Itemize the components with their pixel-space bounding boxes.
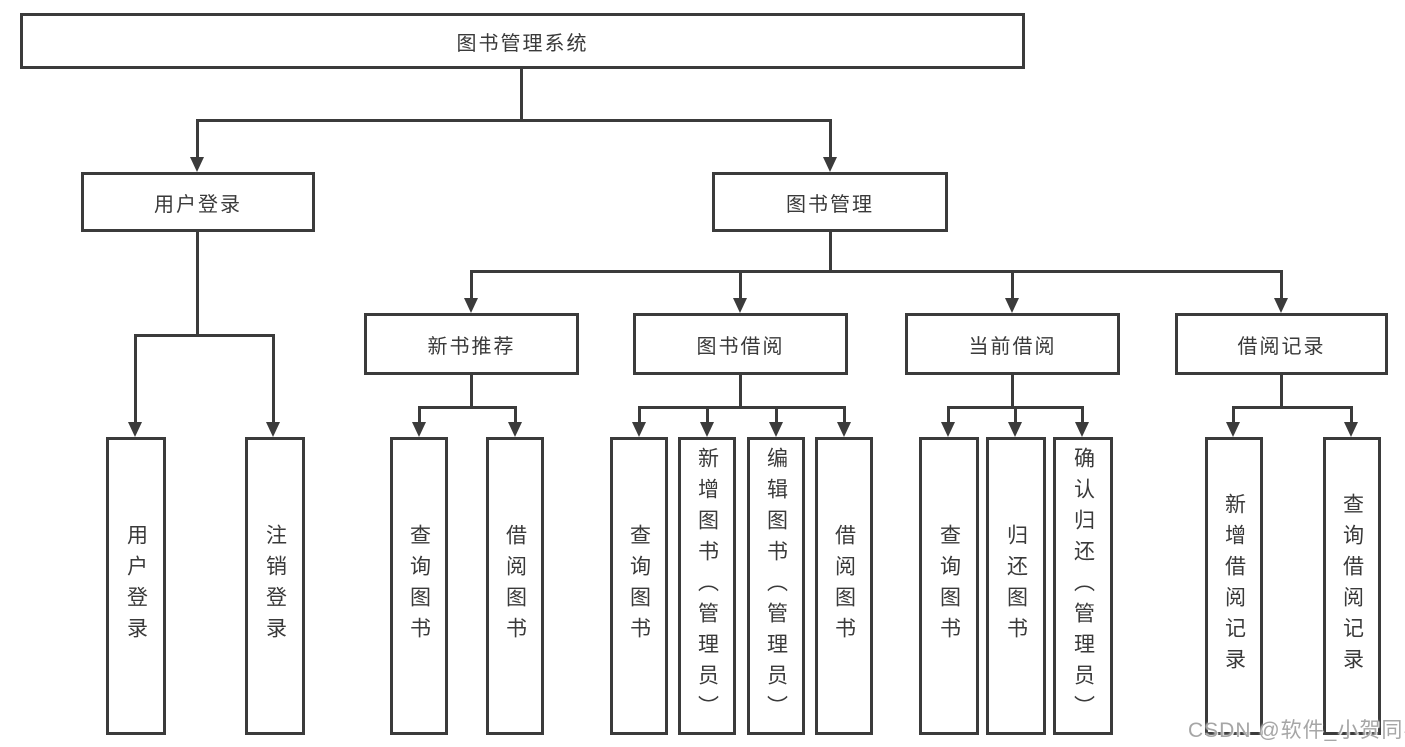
arrowhead-cb-leaf1 [941,422,955,437]
leaf-bb-borrow-books: 借阅图书 [815,437,873,735]
arrowhead-book-borrow [733,298,747,313]
connector-drop-current-borrow [1011,270,1014,298]
leaf-cb-return-books: 归还图书 [986,437,1046,735]
leaf-br-add-record-label: 新增借阅记录 [1222,493,1246,679]
node-new-book-recommend-label: 新书推荐 [427,335,516,358]
connector-cb-drop3 [1081,406,1084,422]
leaf-logout-label: 注销登录 [263,524,287,648]
connector-cb-drop1 [947,406,950,422]
leaf-bb-query-books-label: 查询图书 [627,524,651,648]
connector-br-drop1 [1232,406,1235,422]
connector-drop-new-books [470,270,473,298]
leaf-bb-edit-books-admin-label: 编辑图书（管理员） [764,446,788,726]
arrowhead-br-leaf2 [1344,422,1358,437]
leaf-bb-query-books: 查询图书 [610,437,668,735]
arrowhead-borrow-records [1274,298,1288,313]
node-book-borrow: 图书借阅 [633,313,848,375]
leaf-cb-confirm-return-admin-label: 确认归还（管理员） [1071,446,1095,726]
arrowhead-bb-leaf2 [700,422,714,437]
leaf-cb-query-books: 查询图书 [919,437,979,735]
arrowhead-new-books [464,298,478,313]
connector-nbr-bar [418,406,517,409]
connector-bb-drop4 [843,406,846,422]
connector-nbr-stem [470,375,473,406]
leaf-cb-query-books-label: 查询图书 [937,524,961,648]
node-book-management-label: 图书管理 [786,193,874,216]
arrowhead-nbr-leaf2 [508,422,522,437]
connector-nbr-drop1 [418,406,421,422]
arrowhead-logout-leaf [266,422,280,437]
connector-bb-bar [638,406,845,409]
leaf-bb-add-books-admin-label: 新增图书（管理员） [695,446,719,726]
connector-drop-user-login [196,119,199,158]
connector-br-stem [1280,375,1283,406]
connector-user-login-bar [134,334,275,337]
leaf-user-login-label: 用户登录 [124,524,148,648]
connector-drop-book-borrow [739,270,742,298]
leaf-bb-borrow-books-label: 借阅图书 [832,524,856,648]
connector-book-mgmt-stem [829,232,832,270]
connector-br-drop2 [1350,406,1353,422]
node-current-borrow: 当前借阅 [905,313,1120,375]
csdn-watermark: CSDN @软件_小贺同学 [1188,719,1405,742]
connector-drop-borrow-records [1280,270,1283,298]
connector-bb-stem [739,375,742,406]
connector-cb-drop2 [1014,406,1017,422]
node-user-login: 用户登录 [81,172,315,232]
connector-bb-drop3 [775,406,778,422]
node-book-management: 图书管理 [712,172,948,232]
arrowhead-book-mgmt [823,157,837,172]
node-book-borrow-label: 图书借阅 [696,335,785,358]
arrowhead-cb-leaf3 [1075,422,1089,437]
arrowhead-user-login [190,157,204,172]
connector-drop-book-mgmt [829,119,832,158]
connector-cb-stem [1011,375,1014,406]
arrowhead-bb-leaf3 [769,422,783,437]
arrowhead-cb-leaf2 [1008,422,1022,437]
connector-groups-bar [470,270,1283,273]
node-borrow-records-label: 借阅记录 [1237,335,1326,358]
connector-br-bar [1232,406,1353,409]
leaf-bb-add-books-admin: 新增图书（管理员） [678,437,736,735]
leaf-br-add-record: 新增借阅记录 [1205,437,1263,735]
leaf-cb-confirm-return-admin: 确认归还（管理员） [1053,437,1113,735]
node-current-borrow-label: 当前借阅 [968,335,1057,358]
connector-user-login-stem [196,232,199,334]
arrowhead-bb-leaf1 [632,422,646,437]
arrowhead-bb-leaf4 [837,422,851,437]
leaf-br-query-record: 查询借阅记录 [1323,437,1381,735]
leaf-logout: 注销登录 [245,437,305,735]
leaf-nbr-borrow-books: 借阅图书 [486,437,544,735]
arrowhead-current-borrow [1005,298,1019,313]
node-root-label: 图书管理系统 [456,32,589,55]
connector-drop-logout-leaf [272,334,275,422]
leaf-user-login: 用户登录 [106,437,166,735]
node-borrow-records: 借阅记录 [1175,313,1388,375]
node-user-login-label: 用户登录 [154,193,242,216]
leaf-nbr-borrow-books-label: 借阅图书 [503,524,527,648]
leaf-bb-edit-books-admin: 编辑图书（管理员） [747,437,805,735]
connector-level1-bar [196,119,832,122]
connector-nbr-drop2 [514,406,517,422]
connector-root-trunk [520,69,523,119]
connector-bb-drop1 [638,406,641,422]
leaf-br-query-record-label: 查询借阅记录 [1340,493,1364,679]
arrowhead-login-leaf [128,422,142,437]
arrowhead-nbr-leaf1 [412,422,426,437]
node-new-book-recommend: 新书推荐 [364,313,579,375]
leaf-nbr-query-books-label: 查询图书 [407,524,431,648]
leaf-nbr-query-books: 查询图书 [390,437,448,735]
connector-drop-login-leaf [134,334,137,422]
node-root: 图书管理系统 [20,13,1025,69]
arrowhead-br-leaf1 [1226,422,1240,437]
leaf-cb-return-books-label: 归还图书 [1004,524,1028,648]
connector-bb-drop2 [706,406,709,422]
